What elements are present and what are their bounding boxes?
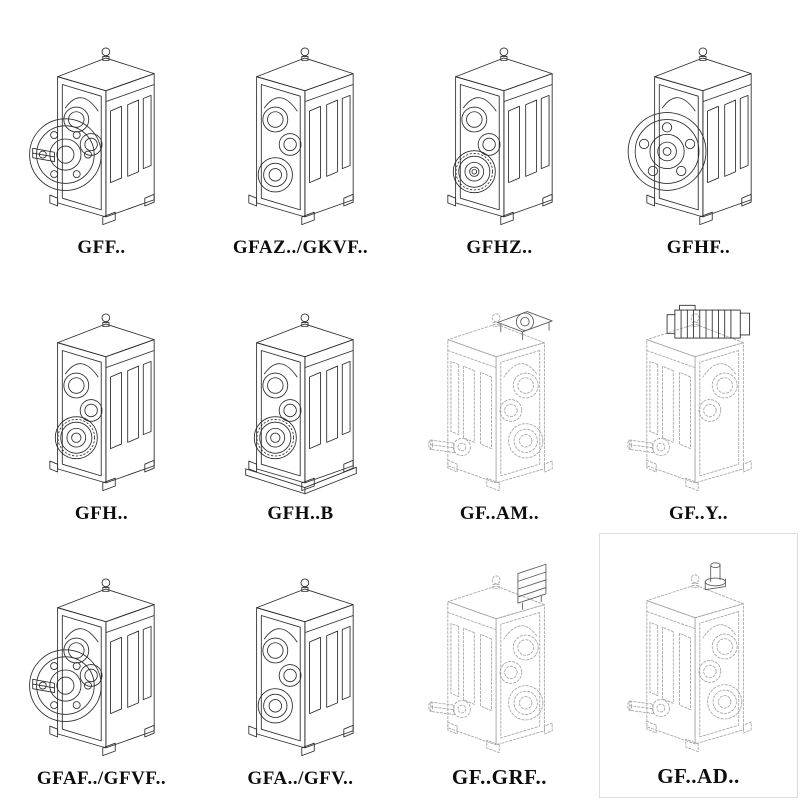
model-label: GFH.. [74, 502, 129, 524]
gearbox-drawing-hollow-bearing [446, 47, 553, 226]
model-label: GFH..B [267, 502, 334, 524]
catalog-item-gf-ad: GF..AD.. [599, 532, 798, 798]
catalog-item-gfhf: GFHF.. [599, 2, 798, 267]
catalog-item-gfa-gfv: GFA../GFV.. [201, 533, 400, 798]
catalog-item-gfaf-gfvf: GFAF../GFVF.. [2, 533, 201, 798]
gearbox-drawing-iec-adapter [427, 310, 553, 491]
catalog-item-gfh-b: GFH..B [201, 267, 400, 532]
gearbox-drawing-flange-output [28, 47, 155, 226]
catalog-item-gf-grf: GF..GRF.. [400, 533, 599, 798]
model-label: GFF.. [77, 237, 126, 259]
gearbox-drawing-hollow-shaft [247, 47, 354, 226]
gearbox-drawing-bearing-with-base [244, 313, 357, 494]
catalog-item-gf-am: GF..AM.. [400, 267, 599, 532]
model-label: GFAZ../GKVF.. [232, 237, 369, 259]
catalog-item-gfh: GFH.. [2, 267, 201, 532]
catalog-item-gff: GFF.. [2, 2, 201, 267]
gearbox-drawing-front-flange [627, 47, 752, 226]
gearbox-drawing-motor-mounted [626, 304, 752, 491]
model-label: GFA../GFV.. [247, 768, 354, 789]
gearbox-drawing-shaft-bearing [48, 313, 155, 491]
model-label: GFAF../GFVF.. [36, 768, 167, 789]
model-label: GFHF.. [666, 237, 731, 259]
gearbox-drawing-hollow-shaft [247, 578, 354, 757]
model-label: GF..AD.. [657, 764, 740, 788]
model-label: GF..Y.. [668, 502, 729, 524]
catalog-item-gfaz-gkvf: GFAZ../GKVF.. [201, 2, 400, 267]
catalog-item-gf-y: GF..Y.. [599, 267, 798, 532]
model-label: GFHZ.. [466, 237, 533, 259]
gearbox-drawing-flange [28, 578, 155, 757]
gearbox-drawing-input-shaft [626, 562, 752, 753]
catalog-item-gfhz: GFHZ.. [400, 2, 599, 267]
model-label: GF..AM.. [459, 502, 540, 524]
gearbox-drawing-adapter-flange [427, 563, 553, 754]
model-label: GF..GRF.. [451, 765, 548, 789]
